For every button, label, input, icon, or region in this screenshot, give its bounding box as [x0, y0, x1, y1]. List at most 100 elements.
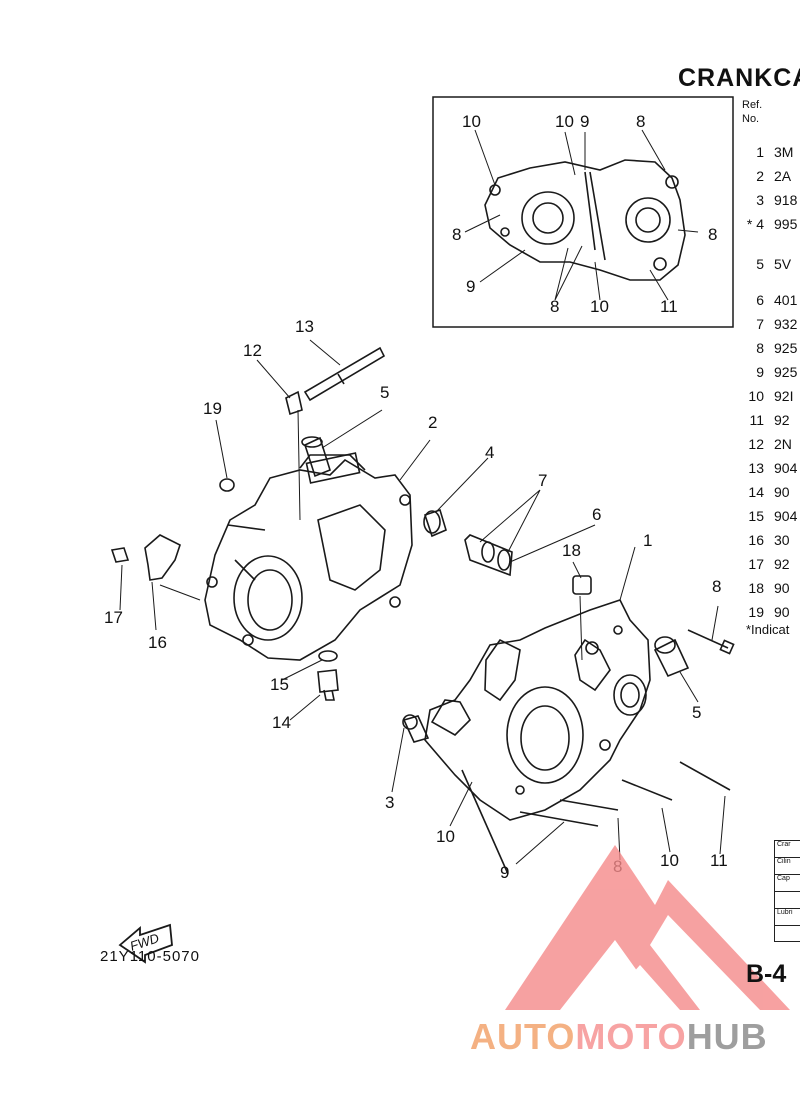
- part-number: 90: [774, 484, 790, 500]
- spec-table-row: Cilin: [775, 858, 800, 875]
- part-number: 925: [774, 340, 798, 356]
- inset-callout: 8: [636, 112, 645, 131]
- inset-callout: 11: [660, 297, 678, 316]
- fitting-12: [285, 390, 303, 416]
- callout-1: 1: [643, 531, 652, 550]
- ref-number: 1: [756, 144, 764, 160]
- ref-number: 19: [748, 604, 764, 620]
- inset-callout: 10: [555, 112, 574, 131]
- callout-10-right: 10: [660, 851, 679, 870]
- inset-callout: 10: [590, 297, 609, 316]
- ref-number: 5: [756, 256, 764, 272]
- part-number: 2N: [774, 436, 792, 452]
- spec-table-row: Crar: [775, 841, 800, 858]
- ref-row: 14 90: [742, 484, 790, 500]
- watermark-text-part: MOTO: [575, 1016, 687, 1057]
- ref-number: 15: [748, 508, 764, 524]
- washer-15: [318, 650, 338, 662]
- footnote: *Indicat: [746, 622, 790, 637]
- ref-row: 6 401: [742, 292, 797, 308]
- watermark-logo: [505, 845, 790, 1010]
- inset-callout: 9: [466, 277, 475, 296]
- bolt-14: [317, 669, 339, 701]
- spec-table: Crar Cilin Cap Lubri: [774, 840, 800, 942]
- page-title: CRANKCA: [678, 64, 800, 92]
- ref-column-header: Ref. No.: [742, 99, 763, 125]
- callout-10-left: 10: [436, 827, 455, 846]
- ref-number: 8: [756, 340, 764, 356]
- bolt-8-lower: [559, 799, 619, 811]
- callout-19: 19: [203, 399, 222, 418]
- ref-number: 17: [748, 556, 764, 572]
- part-number: 904: [774, 508, 798, 524]
- inset-crankcase: [484, 159, 686, 281]
- callout-9: 9: [500, 863, 509, 882]
- ref-row: 7 932: [742, 316, 797, 332]
- callout-15: 15: [270, 675, 289, 694]
- part-number: 30: [774, 532, 790, 548]
- inset-callout: 9: [580, 112, 589, 131]
- ref-row: 8 925: [742, 340, 797, 356]
- part-number: 3M: [774, 144, 794, 160]
- inset-callouts: 10 10 9 8 8 8 9 8 10 11: [452, 112, 717, 316]
- bolt-8-upper: [687, 629, 729, 649]
- part-number: 401: [774, 292, 798, 308]
- watermark-text-part: AUTO: [470, 1016, 576, 1057]
- part-number: 995: [774, 216, 798, 232]
- part-number: 932: [774, 316, 798, 332]
- callout-11: 11: [710, 851, 728, 870]
- part-number: 90: [774, 580, 790, 596]
- ref-number: 7: [756, 316, 764, 332]
- part-number: 2A: [774, 168, 792, 184]
- watermark-text-part: HUB: [686, 1016, 768, 1057]
- fwd-arrow: [118, 923, 173, 964]
- bolt-10-left: [461, 769, 509, 875]
- bolt-11: [679, 761, 731, 791]
- callout-16: 16: [148, 633, 167, 652]
- ref-number: 2: [756, 168, 764, 184]
- callout-5-upper: 5: [380, 383, 389, 402]
- callout-4: 4: [485, 443, 494, 462]
- bolt-9: [519, 811, 599, 827]
- ref-number: 14: [748, 484, 764, 500]
- ref-number: 16: [748, 532, 764, 548]
- main-callouts: 13 12 19 5 2 4 7 6 18 1 8 5 17 16 15 14 …: [104, 317, 728, 954]
- inset-callout: 10: [462, 112, 481, 131]
- callout-8-upper: 8: [712, 577, 721, 596]
- callout-14: 14: [272, 713, 291, 732]
- ref-number: 11: [749, 412, 764, 428]
- bearing-5-upper: [304, 436, 331, 478]
- part-number: 92: [774, 412, 790, 428]
- ref-number: 13: [748, 460, 764, 476]
- plate-16: [144, 534, 181, 581]
- spec-table-row: Cap: [775, 875, 800, 892]
- callout-3: 3: [385, 793, 394, 812]
- crankcase-left-half: [424, 599, 651, 821]
- spec-table-row: [775, 892, 800, 909]
- callout-13: 13: [295, 317, 314, 336]
- callout-2: 2: [428, 413, 437, 432]
- ref-row: 15 904: [742, 508, 797, 524]
- bolt-17: [110, 547, 130, 563]
- part-number: 918: [774, 192, 798, 208]
- washer-19: [219, 478, 235, 492]
- part-number: 925: [774, 364, 798, 380]
- callout-18: 18: [562, 541, 581, 560]
- ref-row: 1 3M: [742, 144, 793, 160]
- watermark-text: AUTOMOTOHUB: [470, 1016, 768, 1058]
- ref-number: 10: [748, 388, 764, 404]
- bearing-5-lower: [653, 638, 690, 678]
- ref-number: 3: [756, 192, 764, 208]
- ref-number: 6: [756, 292, 764, 308]
- inset-callout: 8: [452, 225, 461, 244]
- callout-17: 17: [104, 608, 123, 627]
